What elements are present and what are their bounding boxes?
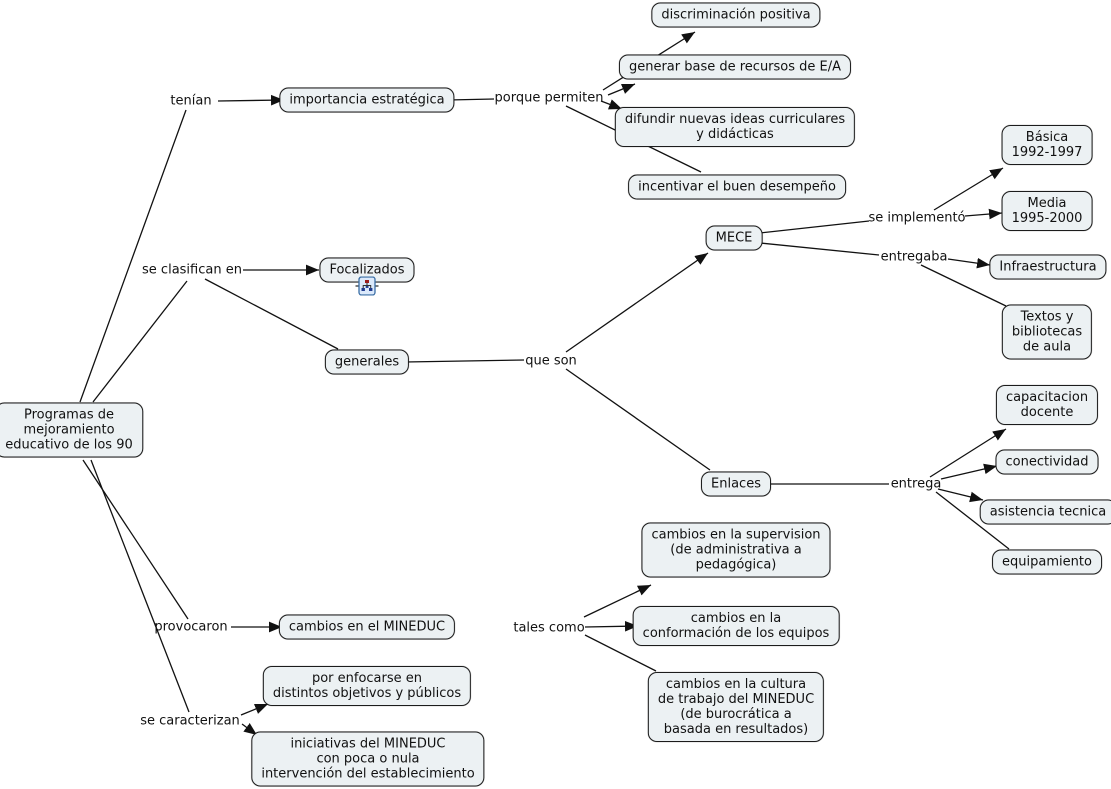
node-capacitacion-docente[interactable]: capacitacion docente [995, 385, 1099, 425]
edge-entrega-asistencia [937, 488, 984, 503]
edge-talescomo-cultura [584, 634, 657, 672]
node-cambios-conformacion[interactable]: cambios en la conformación de los equipo… [632, 606, 840, 646]
edge-entrega-equipamiento [935, 491, 1010, 550]
phrase-provocaron[interactable]: provocaron [154, 619, 228, 635]
phrase-entregaba[interactable]: entregaba [880, 249, 948, 265]
edge-root-tenian [79, 109, 187, 403]
edge-root-se-caracterizan [90, 459, 190, 713]
edge-generales-queson [404, 359, 525, 363]
edge-entrega-conectividad [940, 463, 998, 480]
node-por-enfocarse[interactable]: por enfocarse en distintos objetivos y p… [262, 666, 472, 706]
edge-caracterizan-enfocarse [240, 703, 269, 716]
phrase-tenian[interactable]: tenían [170, 93, 212, 109]
node-importancia-estrategica[interactable]: importancia estratégica [279, 87, 455, 113]
node-cambios-cultura[interactable]: cambios en la cultura de trabajo del MIN… [647, 672, 825, 742]
edge-porque-generar [607, 83, 636, 96]
node-cambios-mineduc[interactable]: cambios en el MINEDUC [278, 614, 456, 640]
edge-entrega-capacitacion [929, 428, 1007, 478]
node-discriminacion-positiva[interactable]: discriminación positiva [651, 2, 821, 28]
edge-talescomo-supervision [583, 584, 652, 618]
node-equipamiento[interactable]: equipamiento [992, 549, 1102, 575]
node-iniciativas-mineduc[interactable]: iniciativas del MINEDUC con poca o nula … [251, 731, 485, 787]
phrase-se-implemento[interactable]: se implementó [868, 210, 966, 226]
edge-implemento-basica [933, 167, 1004, 211]
linked-cmap-icon[interactable] [355, 276, 379, 300]
edge-clasifican-generales [204, 278, 339, 350]
node-enlaces[interactable]: Enlaces [701, 471, 771, 497]
node-difundir-ideas[interactable]: difundir nuevas ideas curriculares y did… [614, 107, 856, 147]
node-incentivar-desempeno[interactable]: incentivar el buen desempeño [628, 174, 846, 200]
node-generar-base-recursos[interactable]: generar base de recursos de E/A [618, 54, 852, 80]
node-generales[interactable]: generales [324, 349, 410, 375]
node-media-1995-2000[interactable]: Media 1995-2000 [1001, 191, 1093, 231]
edge-implemento-media [964, 208, 1003, 220]
node-textos-bibliotecas[interactable]: Textos y bibliotecas de aula [1001, 304, 1093, 360]
edge-root-provocaron [82, 459, 189, 620]
edge-entregaba-textos [920, 264, 1007, 307]
edge-mece-implemento [759, 220, 870, 234]
edge-queson-mece [565, 252, 709, 353]
edge-talescomo-conformacion [584, 620, 639, 632]
phrase-se-caracterizan[interactable]: se caracterizan [140, 713, 240, 729]
node-basica-1992-1997[interactable]: Básica 1992-1997 [1001, 125, 1093, 165]
edge-mece-entregaba [759, 242, 880, 256]
phrase-porque-permiten[interactable]: porque permiten [494, 90, 604, 106]
node-asistencia-tecnica[interactable]: asistencia tecnica [979, 499, 1111, 525]
node-infraestructura[interactable]: Infraestructura [989, 254, 1107, 280]
edge-entregaba-infraestructura [947, 257, 991, 269]
edge-queson-enlaces [565, 368, 711, 471]
node-conectividad[interactable]: conectividad [995, 449, 1099, 475]
phrase-se-clasifican[interactable]: se clasifican en [142, 262, 242, 278]
edge-importancia-porque [447, 98, 495, 101]
node-mece[interactable]: MECE [705, 225, 763, 251]
edge-root-se-clasifican [92, 280, 188, 403]
edge-tenian-importancia [217, 94, 285, 106]
node-cambios-supervision[interactable]: cambios en la supervision (de administra… [641, 522, 831, 578]
phrase-tales-como[interactable]: tales como [513, 620, 585, 636]
node-programas-root[interactable]: Programas de mejoramiento educativo de l… [0, 402, 143, 458]
phrase-entrega[interactable]: entrega [890, 476, 942, 492]
phrase-que-son[interactable]: que son [525, 353, 577, 369]
